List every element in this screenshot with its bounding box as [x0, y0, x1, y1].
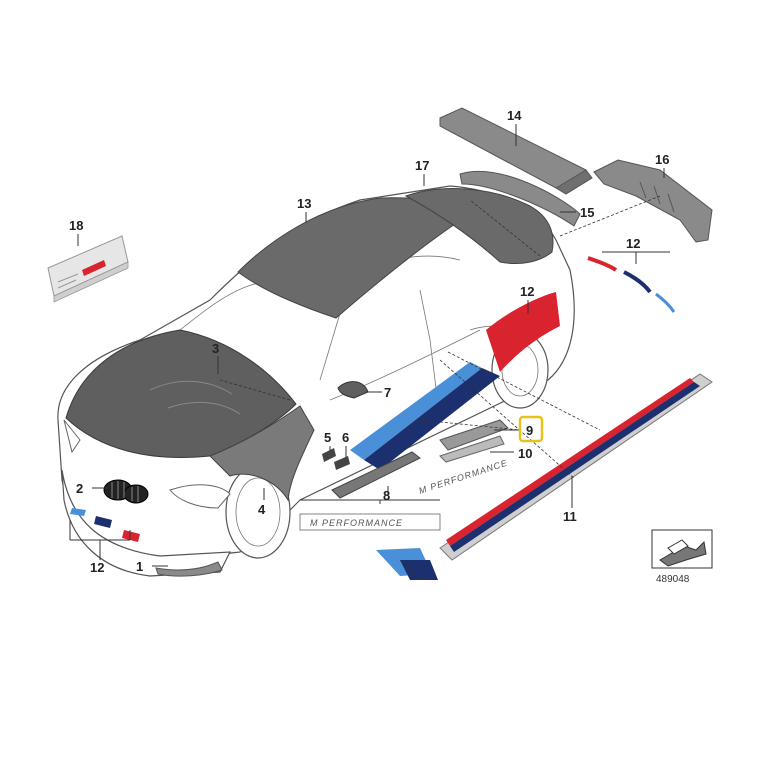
part-15-trunk-spoiler — [459, 171, 581, 227]
callout-10: 10 — [518, 446, 532, 461]
part-7-mirror-cap — [337, 381, 369, 399]
reference-number: 489048 — [656, 574, 690, 585]
callout-7: 7 — [384, 385, 391, 400]
callout-17: 17 — [415, 158, 429, 173]
callout-13: 13 — [297, 196, 311, 211]
callout-18: 18 — [69, 218, 83, 233]
callouts: 1 2 3 4 5 6 7 8 9 10 11 12 12 12 13 14 1… — [69, 108, 669, 575]
callout-2: 2 — [76, 481, 83, 496]
part-5-6-fender-badges — [322, 448, 350, 470]
callout-14: 14 — [507, 108, 522, 123]
callout-1: 1 — [136, 559, 143, 574]
part-16-rear-diffuser — [593, 159, 713, 243]
callout-8: 8 — [383, 488, 390, 503]
part-3-carbon-hood — [65, 329, 297, 458]
highlight-box-9 — [518, 415, 544, 443]
car-body — [57, 185, 575, 577]
callout-12-side: 12 — [520, 284, 534, 299]
badge-text-2: M PERFORMANCE — [418, 458, 510, 496]
part-2-kidney-grille — [103, 479, 149, 504]
part-12-rear-stripes — [587, 256, 676, 313]
callout-12-front: 12 — [90, 560, 104, 575]
badge-text-1: M PERFORMANCE — [310, 518, 403, 528]
front-fender — [209, 405, 315, 502]
part-8-door-sill — [331, 451, 421, 499]
callout-12-rear: 12 — [626, 236, 640, 251]
callout-6: 6 — [342, 430, 349, 445]
body-side-stripes — [350, 292, 560, 470]
leader-lines — [69, 124, 670, 581]
callout-4: 4 — [258, 502, 266, 517]
callout-5: 5 — [324, 430, 331, 445]
callout-3: 3 — [212, 341, 219, 356]
part-14-rear-wing — [439, 107, 593, 195]
callout-16: 16 — [655, 152, 669, 167]
part-18-decal-pack — [47, 235, 129, 303]
part-10-sill-insert — [439, 435, 505, 463]
callout-9: 9 — [526, 423, 533, 438]
part-1-front-splitter — [155, 561, 223, 577]
part-12-front-stripes — [70, 508, 140, 542]
callout-15: 15 — [580, 205, 594, 220]
part-11-side-skirt — [376, 373, 713, 580]
orientation-symbol — [651, 529, 713, 569]
part-17-trunk-lid — [404, 188, 554, 265]
callout-11: 11 — [563, 509, 577, 524]
